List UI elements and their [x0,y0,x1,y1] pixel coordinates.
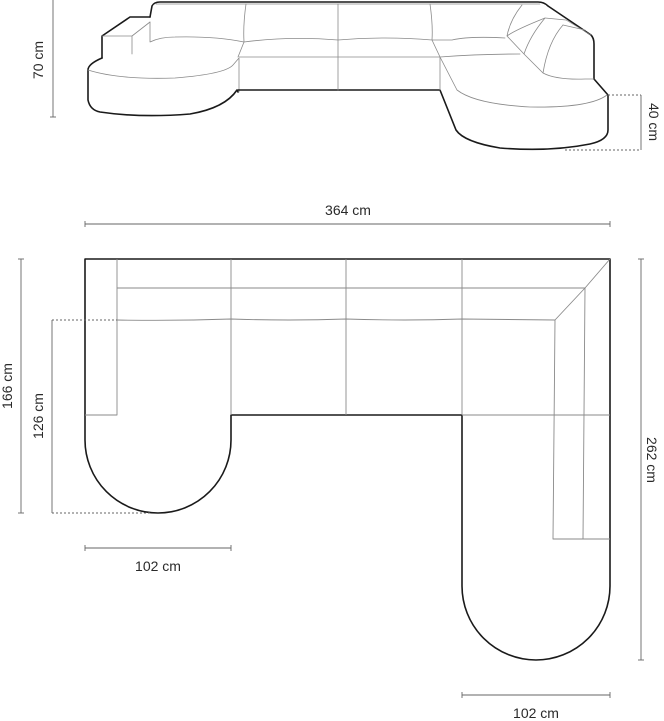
total-height-label: 70 cm [30,40,46,80]
plan-backrest-front [117,258,611,289]
seat-height-label: 40 cm [646,102,662,142]
right-depth-label: 262 cm [644,437,660,483]
plan-left-arm [85,259,118,416]
plan-seat-back-edge [116,287,586,321]
left-chaise-width-label: 102 cm [135,558,181,574]
side-dimensions [50,0,642,151]
plan-dimensions [18,221,644,698]
side-left-chaise [87,57,239,117]
plan-right-arm [552,287,610,540]
side-backrest-top [149,1,595,80]
side-view [87,1,609,151]
right-chaise-width-label: 102 cm [513,705,559,721]
total-width-label: 364 cm [325,202,371,218]
left-depth-label: 166 cm [0,363,15,409]
side-center-seat [237,78,609,151]
side-left-arm [101,16,151,59]
plan-view [84,258,611,661]
side-right-back-cushions [506,4,595,80]
left-chaise-depth-label: 126 cm [30,393,46,439]
